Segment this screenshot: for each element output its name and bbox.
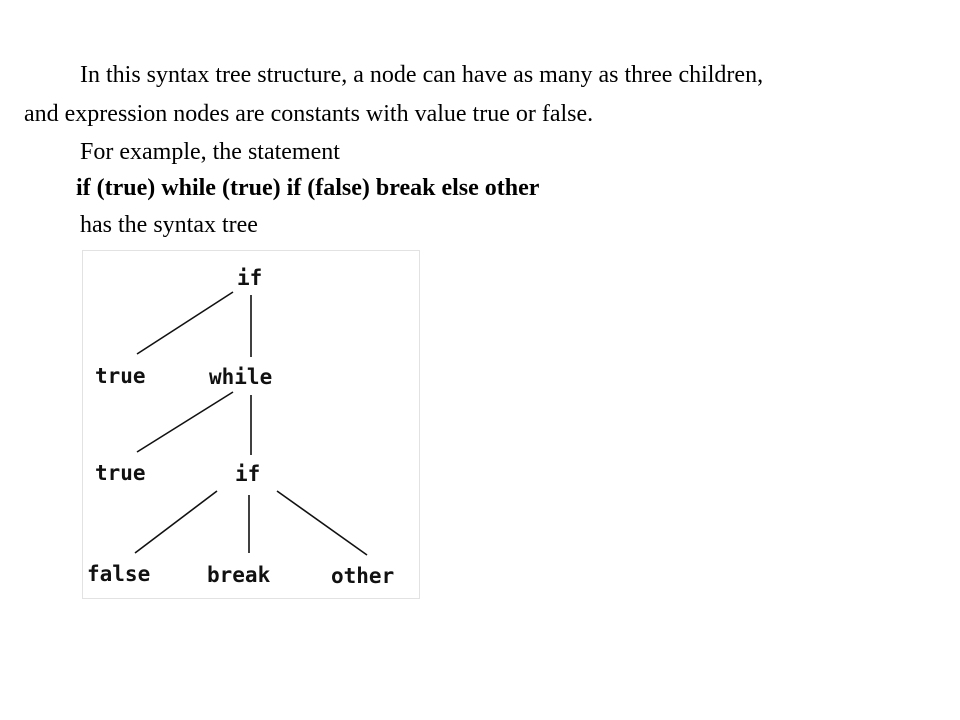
node-other: other [331,564,394,588]
paragraph-line-3: For example, the statement [80,139,340,165]
node-while: while [209,365,272,389]
node-if-inner: if [235,462,260,486]
paragraph-line-4: has the syntax tree [80,212,258,238]
edge-if-to-false [134,490,218,554]
syntax-tree-diagram: if true while true if false break other [87,266,394,588]
node-true-1: true [95,364,146,388]
edge-if-to-true [136,291,234,355]
paragraph-line-2: and expression nodes are constants with … [24,101,594,127]
example-statement: if (true) while (true) if (false) break … [76,175,540,201]
edge-while-to-true [136,391,234,453]
edge-if-to-other [276,490,368,556]
node-true-2: true [95,461,146,485]
paragraph-line-1: In this syntax tree structure, a node ca… [80,62,764,88]
node-false: false [87,562,150,586]
node-if-root: if [237,266,262,290]
syntax-tree-figure: if true while true if false break other [82,250,420,599]
node-break: break [207,563,271,587]
